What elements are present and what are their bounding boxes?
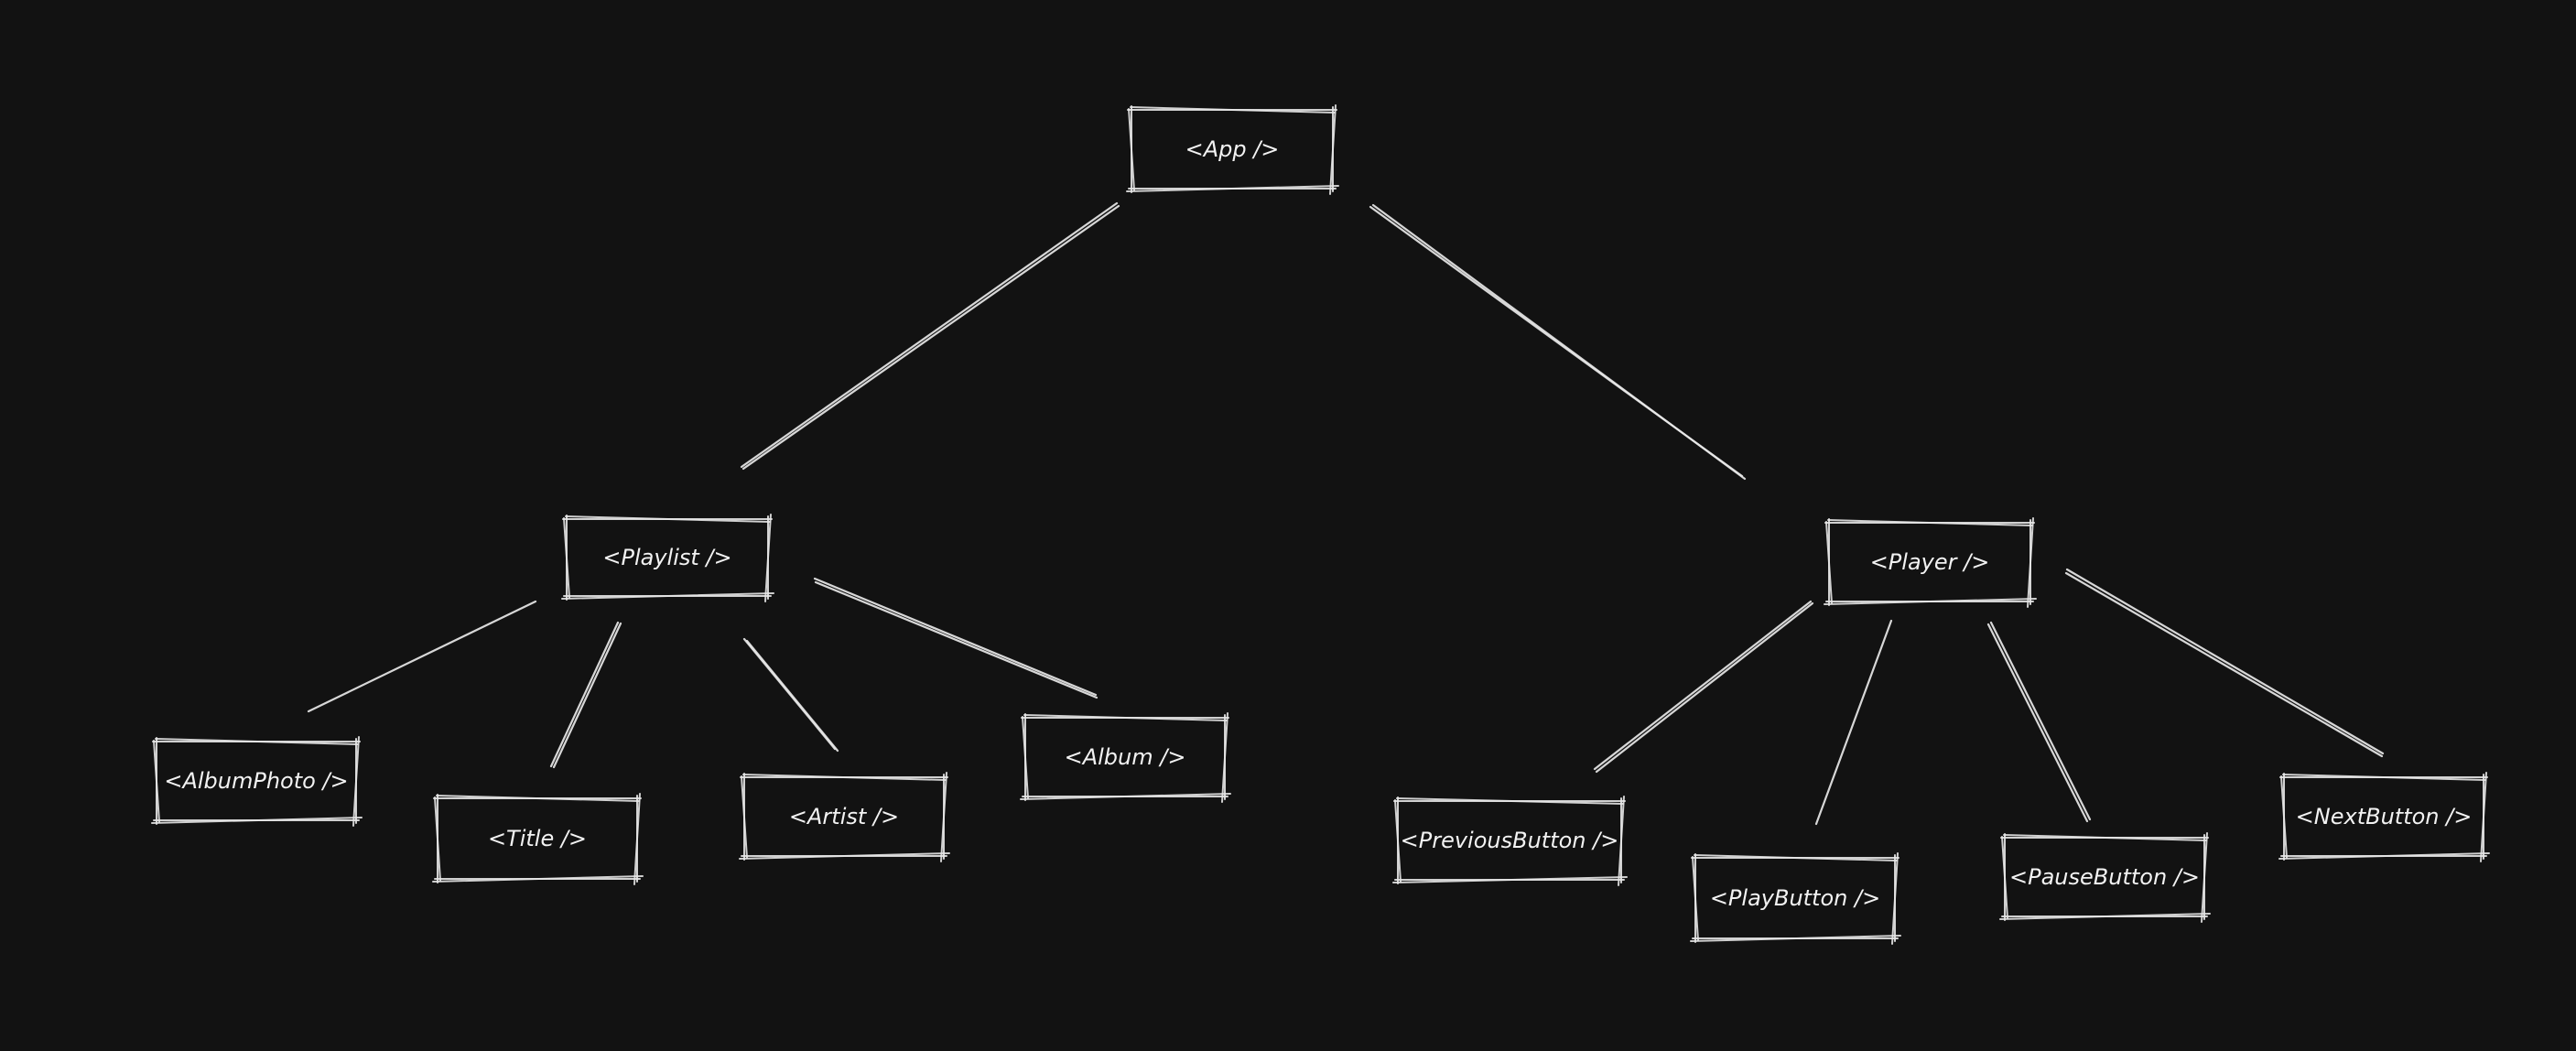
node-player-label: <Player /> [1870,549,1990,575]
edge-player-nextbutton [2064,568,2385,758]
edge-playlist-albumphoto [307,600,537,713]
node-pause-button-label: <PauseButton /> [2009,864,2200,890]
node-previous-button-label: <PreviousButton /> [1401,828,1619,853]
node-playlist-label: <Playlist /> [602,545,731,570]
edge-app-player [1369,203,1747,481]
node-artist-label: <Artist /> [789,804,899,829]
edge-player-previousbutton [1593,600,1814,774]
node-title: <Title /> [432,793,644,885]
node-artist: <Artist /> [739,772,950,862]
node-playlist: <Playlist /> [561,514,774,602]
node-play-button-label: <PlayButton /> [1710,885,1880,911]
node-title-label: <Title /> [488,826,587,851]
node-previous-button: <PreviousButton /> [1392,796,1628,886]
node-app-label: <App /> [1185,136,1280,162]
node-player: <Player /> [1824,517,2037,608]
edge-playlist-title [549,621,622,769]
node-album-photo-label: <AlbumPhoto /> [164,768,348,794]
node-next-button: <NextButton /> [2278,772,2490,862]
node-pause-button: <PauseButton /> [1999,832,2211,923]
node-play-button: <PlayButton /> [1690,852,1901,945]
edge-player-playbutton [1814,619,1893,826]
edge-app-playlist [740,201,1120,471]
edge-playlist-artist [742,637,839,753]
node-album-label: <Album /> [1065,744,1186,770]
node-next-button-label: <NextButton /> [2296,804,2473,829]
edge-playlist-album [813,577,1099,699]
node-app: <App /> [1126,104,1339,195]
node-album-photo: <AlbumPhoto /> [151,736,363,827]
edge-player-pausebutton [1986,621,2092,823]
node-album: <Album /> [1020,712,1231,803]
